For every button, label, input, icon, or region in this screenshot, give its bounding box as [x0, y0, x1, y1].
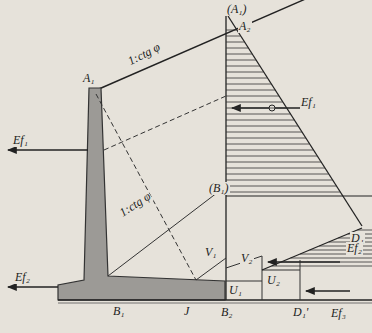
force-arrow — [306, 290, 350, 291]
pressure-hatch — [226, 144, 310, 145]
pressure-hatch — [226, 120, 294, 121]
point-label: V₁ — [204, 246, 218, 259]
pressure-hatch — [226, 72, 264, 73]
pressure-line — [262, 228, 362, 270]
pressure-hatch — [226, 186, 336, 187]
pressure-hatch — [226, 108, 287, 109]
pressure-line — [228, 16, 362, 226]
pressure-hatch — [226, 168, 325, 169]
pressure-hatch — [291, 258, 372, 259]
point-label: (A₁) — [226, 3, 248, 16]
point-label: B₂ — [220, 306, 234, 319]
pressure-hatch — [226, 162, 321, 163]
wall-section — [58, 88, 225, 300]
pressure-hatch — [226, 192, 340, 193]
pressure-base — [226, 196, 372, 197]
point-label: V₂ — [240, 252, 254, 265]
point-label: A₁ — [82, 72, 96, 85]
ground-slope — [92, 0, 372, 92]
slope-label: 1:ctg φ — [116, 189, 154, 220]
v-line — [196, 258, 226, 280]
point-label: U₂ — [266, 274, 281, 287]
point-label: J — [183, 305, 190, 318]
pressure-hatch — [226, 90, 275, 91]
point-label: A₂ — [238, 20, 252, 33]
pressure-hatch — [226, 180, 333, 181]
point-label: B₁ — [112, 305, 126, 318]
foundation-line — [58, 303, 372, 304]
pressure-hatch — [272, 266, 372, 267]
pressure-hatch — [226, 84, 271, 85]
pressure-hatch — [226, 30, 237, 31]
u-line — [226, 281, 262, 282]
pressure-hatch — [226, 78, 268, 79]
force-label: Ef₁ — [12, 134, 29, 147]
pressure-hatch — [226, 132, 302, 133]
pressure-hatch — [281, 262, 372, 263]
pressure-hatch — [226, 102, 283, 103]
force-arrow — [8, 286, 58, 287]
pressure-hatch — [226, 174, 329, 175]
slip-line — [108, 186, 226, 276]
vertical-line — [225, 16, 226, 300]
pressure-hatch — [226, 96, 279, 97]
pressure-hatch — [226, 42, 245, 43]
u-line — [262, 256, 263, 300]
pressure-hatch — [226, 48, 248, 49]
force-arrow — [8, 149, 88, 150]
pressure-hatch — [226, 138, 306, 139]
point-label: U₁ — [228, 284, 243, 297]
force-label: Ef₂ — [346, 242, 363, 255]
force-label: Ef₃ — [330, 307, 347, 320]
slip-line — [104, 96, 226, 150]
point-label: D₁' — [292, 306, 309, 319]
pressure-hatch — [226, 156, 317, 157]
pressure-hatch — [226, 36, 241, 37]
pressure-hatch — [226, 60, 256, 61]
u-line — [262, 270, 300, 271]
pressure-hatch — [226, 54, 252, 55]
point-label: (B₁) — [208, 182, 230, 195]
slip-line — [96, 94, 196, 280]
pressure-hatch — [226, 114, 291, 115]
pressure-hatch — [226, 126, 298, 127]
foundation-line — [58, 299, 372, 301]
force-label: Ef₁ — [300, 96, 317, 109]
force-label: Ef₂ — [14, 271, 31, 284]
pressure-hatch — [226, 150, 314, 151]
pressure-hatch — [226, 66, 260, 67]
